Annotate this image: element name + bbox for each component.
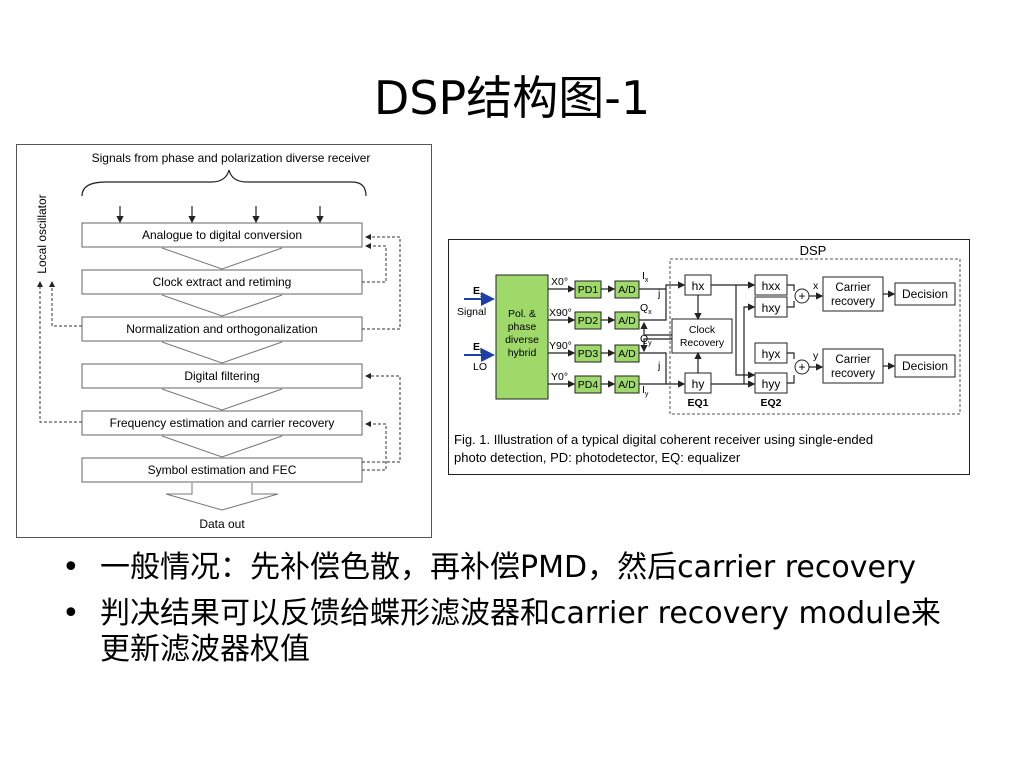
block-normalization-label: Normalization and orthogonalization [126,322,317,336]
coherent-receiver-diagram: DSP Es Signal EL LO Pol. & phase diverse… [448,239,970,475]
block-carrier-recovery-label: Frequency estimation and carrier recover… [110,416,335,430]
adder-x-plus: + [798,289,805,303]
port-y90: Y90° [549,340,572,352]
lo-label: LO [473,361,487,373]
block-symbol-estimation-label: Symbol estimation and FEC [148,463,297,477]
bullet-text: 判决结果可以反馈给蝶形滤波器和carrier recovery module来更… [100,596,941,667]
block-adc [81,222,363,248]
hybrid-line-2: phase [508,321,537,333]
bullet-marker: • [62,596,80,631]
pd4-label: PD4 [578,379,599,391]
caption-line-1: Fig. 1. Illustration of a typical digita… [454,432,873,447]
carrier-y-line-1: Carrier [835,354,870,366]
block-clock [81,269,363,295]
carrier-y-line-2: recovery [831,368,875,380]
hx-label: hx [692,279,705,293]
j-lower: j [657,360,660,372]
slide-title: DSP结构图-1 [373,71,651,125]
side-label: Local oscillator [35,194,49,273]
bullet-item: • 判决结果可以反馈给蝶形滤波器和carrier recovery module… [62,596,962,668]
carrier-recovery-x-block [822,276,884,312]
iq-qx: Qx [640,302,652,316]
adder-y-plus: + [798,360,805,374]
hybrid-line-4: hybrid [508,347,537,359]
block-adc-label: Analogue to digital conversion [142,228,302,242]
ad4-label: A/D [618,379,636,391]
ad1-label: A/D [618,284,636,296]
dsp-flow-diagram: Signals from phase and polarization dive… [16,144,432,538]
hyx-label: hyx [762,347,781,361]
dsp-label: DSP [800,243,827,258]
decision-y-label: Decision [902,359,948,373]
port-x90: X90° [549,307,572,319]
x-output-label: x [813,280,819,292]
hxy-label: hxy [762,301,781,315]
eq2-label: EQ2 [760,397,781,409]
iq-ix: Ix [642,270,649,284]
hy-label: hy [692,377,705,391]
pd2-label: PD2 [578,315,599,327]
hxx-label: hxx [762,279,781,293]
port-x0: X0° [551,276,568,288]
j-upper: j [657,288,660,300]
block-filtering [81,363,363,389]
carrier-x-line-2: recovery [831,296,875,308]
block-clock-label: Clock extract and retiming [153,275,292,289]
bullet-list: • 一般情况：先补偿色散，再补偿PMD，然后carrier recovery •… [62,550,962,678]
pd3-label: PD3 [578,348,599,360]
clock-recovery-block [671,318,733,354]
bullet-marker: • [62,550,80,585]
signal-label: Signal [457,306,486,318]
pd1-label: PD1 [578,284,599,296]
clock-line-1: Clock [689,324,716,336]
ad2-label: A/D [618,315,636,327]
eq1-label: EQ1 [687,397,708,409]
hybrid-line-3: diverse [505,334,539,346]
decision-y-block [894,354,956,378]
ad3-label: A/D [618,348,636,360]
decision-x-label: Decision [902,287,948,301]
bottom-label: Data out [199,517,245,531]
port-y0: Y0° [551,371,568,383]
bullet-item: • 一般情况：先补偿色散，再补偿PMD，然后carrier recovery [62,550,962,586]
bullet-text: 一般情况：先补偿色散，再补偿PMD，然后carrier recovery [100,550,917,585]
top-label: Signals from phase and polarization dive… [92,151,371,165]
block-filtering-label: Digital filtering [184,369,259,383]
hybrid-line-1: Pol. & [508,308,536,320]
decision-x-block [894,282,956,306]
clock-line-2: Recovery [680,337,725,349]
y-output-label: y [813,350,819,362]
caption-line-2: photo detection, PD: photodetector, EQ: … [454,450,741,465]
hyy-label: hyy [762,377,781,391]
carrier-x-line-1: Carrier [835,282,870,294]
block-normalization [81,316,363,342]
hybrid-block [495,274,549,400]
block-carrier-recovery [81,410,363,436]
iq-iy: Iy [642,384,649,398]
